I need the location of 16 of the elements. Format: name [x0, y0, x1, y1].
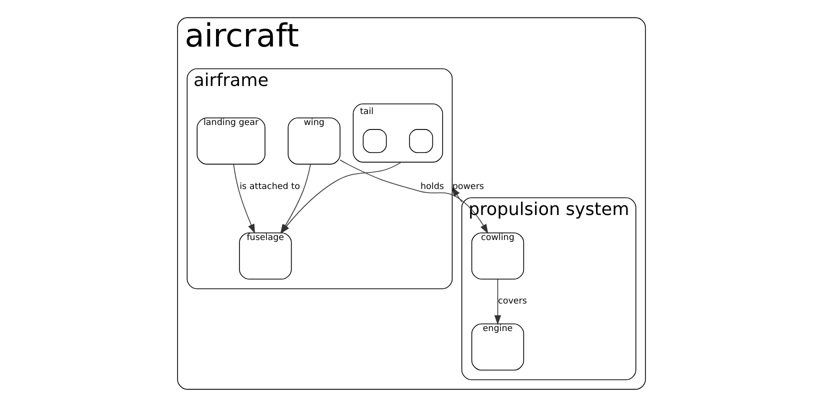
node-box: wing	[288, 117, 340, 165]
node-box: fuselage	[239, 232, 292, 280]
arrow	[340, 160, 488, 234]
node-box: landing gear	[196, 117, 266, 165]
arrow	[233, 164, 256, 234]
node-box: cowling	[471, 232, 524, 280]
node-box: engine	[471, 323, 524, 371]
node-box	[409, 129, 434, 153]
arrow	[494, 278, 502, 325]
edge-label: powers	[452, 182, 484, 192]
edge-label: covers	[498, 296, 527, 307]
node-box	[362, 129, 387, 153]
edge-label: is attached to	[240, 182, 300, 192]
edge-label: holds	[420, 182, 444, 192]
arrow	[452, 186, 462, 202]
cluster: tail	[352, 104, 444, 163]
